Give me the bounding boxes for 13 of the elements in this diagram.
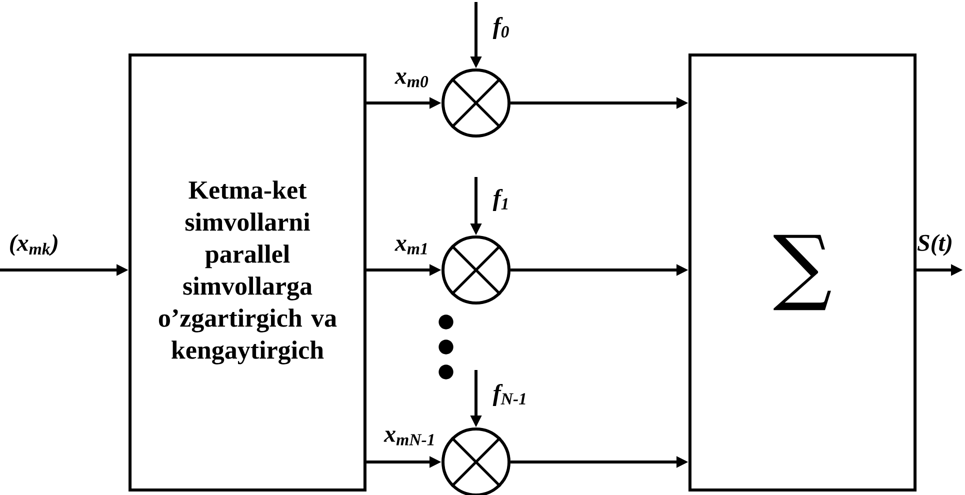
summator-box: ∑	[688, 54, 917, 492]
edge-label: f$_{1}$	[492, 189, 508, 211]
mixer-circle	[442, 236, 510, 304]
mixer-circle	[442, 68, 510, 138]
edge-label: x$_{mN-1}$	[384, 430, 434, 446]
edge-label: x$_{m0}$	[394, 72, 428, 88]
edge-label: (x$_{mk}$)	[10, 234, 58, 256]
edge-label: S(t)	[917, 234, 952, 256]
mixer-circle	[442, 428, 510, 495]
edge-label: x$_{m1}$	[394, 240, 427, 254]
edge-label: f$_{0}$	[492, 17, 509, 39]
edge-label: f$_{N-1}$	[492, 384, 526, 406]
converter-box: Ketma-ket simvollarni parallel simvollarga o’zgartirgich va kengaytirgich	[128, 54, 366, 492]
